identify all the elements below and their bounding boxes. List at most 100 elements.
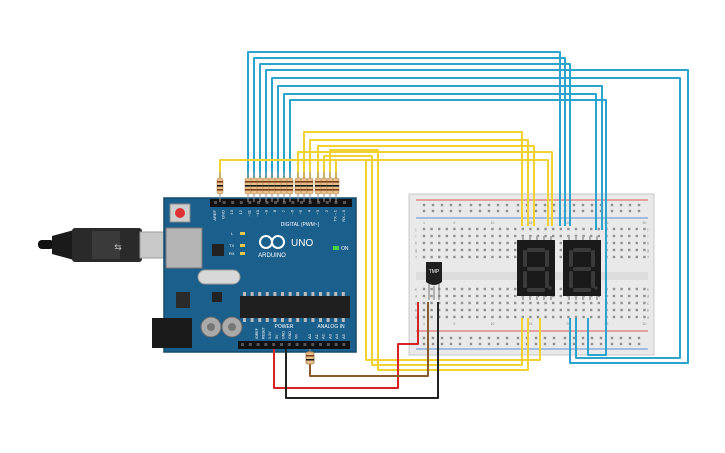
breadboard-hole[interactable] bbox=[628, 301, 631, 305]
rail-hole[interactable] bbox=[478, 209, 482, 213]
rail-hole[interactable] bbox=[458, 209, 462, 213]
rail-hole[interactable] bbox=[431, 336, 435, 340]
breadboard-hole[interactable] bbox=[476, 248, 479, 252]
rail-hole[interactable] bbox=[449, 203, 453, 207]
breadboard-hole[interactable] bbox=[491, 287, 494, 291]
rail-hole[interactable] bbox=[496, 203, 500, 207]
breadboard-hole[interactable] bbox=[514, 301, 517, 305]
breadboard-hole[interactable] bbox=[476, 301, 479, 305]
breadboard-hole[interactable] bbox=[460, 287, 464, 291]
breadboard-hole[interactable] bbox=[483, 234, 486, 238]
breadboard-hole[interactable] bbox=[559, 227, 562, 231]
breadboard-hole[interactable] bbox=[491, 234, 494, 238]
digital-pin-socket[interactable] bbox=[248, 201, 252, 204]
rail-hole[interactable] bbox=[431, 209, 435, 213]
header-pin-socket[interactable] bbox=[334, 343, 338, 346]
breadboard-hole[interactable] bbox=[476, 255, 479, 259]
breadboard-hole[interactable] bbox=[430, 308, 433, 312]
breadboard-hole[interactable] bbox=[514, 294, 517, 298]
rail-hole[interactable] bbox=[440, 203, 444, 207]
rail-hole[interactable] bbox=[449, 342, 453, 346]
rail-hole[interactable] bbox=[478, 203, 482, 207]
breadboard-hole[interactable] bbox=[643, 294, 646, 298]
breadboard-hole[interactable] bbox=[453, 315, 456, 319]
rail-hole[interactable] bbox=[619, 342, 623, 346]
breadboard-hole[interactable] bbox=[643, 234, 646, 238]
breadboard-hole[interactable] bbox=[460, 227, 464, 231]
rail-hole[interactable] bbox=[422, 203, 426, 207]
breadboard-hole[interactable] bbox=[559, 255, 562, 259]
rail-hole[interactable] bbox=[563, 336, 567, 340]
breadboard-hole[interactable] bbox=[628, 315, 631, 319]
breadboard-hole[interactable] bbox=[438, 255, 441, 259]
breadboard-hole[interactable] bbox=[445, 255, 448, 259]
header-pin-socket[interactable] bbox=[287, 343, 291, 346]
breadboard-hole[interactable] bbox=[597, 234, 600, 238]
rail-hole[interactable] bbox=[516, 342, 520, 346]
digital-pin-socket[interactable] bbox=[334, 201, 338, 204]
rail-hole[interactable] bbox=[487, 209, 491, 213]
breadboard-hole[interactable] bbox=[498, 301, 502, 305]
header-pin-socket[interactable] bbox=[264, 343, 268, 346]
header-pin-socket[interactable] bbox=[280, 343, 283, 346]
breadboard-hole[interactable] bbox=[483, 287, 486, 291]
rail-hole[interactable] bbox=[534, 336, 538, 340]
breadboard-hole[interactable] bbox=[620, 234, 623, 238]
breadboard-hole[interactable] bbox=[430, 255, 433, 259]
breadboard-hole[interactable] bbox=[544, 308, 547, 312]
breadboard-hole[interactable] bbox=[491, 315, 494, 319]
rail-hole[interactable] bbox=[599, 336, 603, 340]
breadboard-hole[interactable] bbox=[498, 227, 502, 231]
breadboard-hole[interactable] bbox=[620, 301, 623, 305]
breadboard-hole[interactable] bbox=[422, 301, 426, 305]
breadboard-hole[interactable] bbox=[460, 248, 464, 252]
breadboard-hole[interactable] bbox=[521, 308, 524, 312]
breadboard-hole[interactable] bbox=[483, 227, 486, 231]
breadboard-hole[interactable] bbox=[430, 241, 433, 245]
breadboard-hole[interactable] bbox=[460, 294, 464, 298]
rail-hole[interactable] bbox=[610, 203, 614, 207]
rail-hole[interactable] bbox=[496, 209, 500, 213]
breadboard-hole[interactable] bbox=[506, 294, 509, 298]
breadboard-hole[interactable] bbox=[430, 248, 433, 252]
rail-hole[interactable] bbox=[496, 336, 500, 340]
breadboard-hole[interactable] bbox=[536, 301, 540, 305]
rail-hole[interactable] bbox=[422, 336, 426, 340]
breadboard-hole[interactable] bbox=[521, 301, 524, 305]
rail-hole[interactable] bbox=[552, 342, 556, 346]
breadboard-hole[interactable] bbox=[620, 308, 623, 312]
header-pin-socket[interactable] bbox=[241, 343, 244, 346]
rail-hole[interactable] bbox=[628, 342, 632, 346]
rail-hole[interactable] bbox=[563, 342, 567, 346]
breadboard-hole[interactable] bbox=[635, 255, 638, 259]
breadboard-hole[interactable] bbox=[422, 248, 426, 252]
header-pin-socket[interactable] bbox=[248, 343, 252, 346]
rail-hole[interactable] bbox=[431, 342, 435, 346]
breadboard-hole[interactable] bbox=[445, 227, 448, 231]
breadboard-hole[interactable] bbox=[597, 315, 600, 319]
breadboard-hole[interactable] bbox=[544, 234, 547, 238]
breadboard-hole[interactable] bbox=[506, 287, 509, 291]
rail-hole[interactable] bbox=[440, 336, 444, 340]
breadboard-hole[interactable] bbox=[559, 287, 562, 291]
breadboard-hole[interactable] bbox=[476, 315, 479, 319]
rail-hole[interactable] bbox=[610, 342, 614, 346]
rail-hole[interactable] bbox=[478, 336, 482, 340]
breadboard-hole[interactable] bbox=[460, 315, 464, 319]
breadboard-hole[interactable] bbox=[635, 248, 638, 252]
digital-pin-socket[interactable] bbox=[291, 201, 295, 204]
breadboard-hole[interactable] bbox=[567, 315, 570, 319]
breadboard-hole[interactable] bbox=[559, 301, 562, 305]
breadboard-hole[interactable] bbox=[422, 241, 426, 245]
breadboard-hole[interactable] bbox=[529, 308, 532, 312]
breadboard-hole[interactable] bbox=[514, 287, 517, 291]
breadboard-hole[interactable] bbox=[483, 255, 486, 259]
breadboard-hole[interactable] bbox=[445, 308, 448, 312]
rail-hole[interactable] bbox=[628, 203, 632, 207]
rail-hole[interactable] bbox=[628, 336, 632, 340]
breadboard-hole[interactable] bbox=[514, 241, 517, 245]
rail-hole[interactable] bbox=[599, 342, 603, 346]
breadboard-hole[interactable] bbox=[643, 241, 646, 245]
rail-hole[interactable] bbox=[496, 342, 500, 346]
rail-hole[interactable] bbox=[469, 342, 473, 346]
